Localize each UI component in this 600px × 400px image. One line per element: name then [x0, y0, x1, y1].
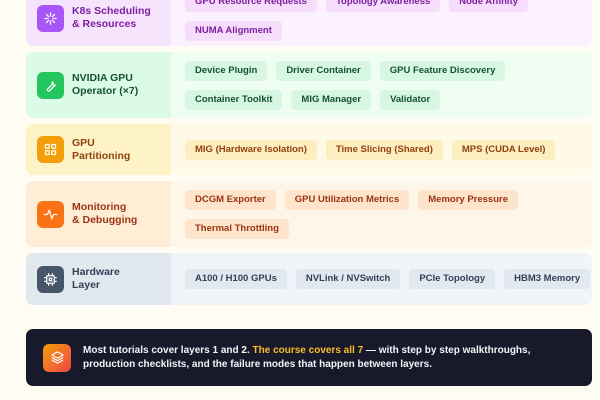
layer-row: NVIDIA GPU Operator (×7) Device Plugin Dr… — [26, 52, 592, 118]
layer-title: NVIDIA GPU Operator (×7) — [72, 72, 139, 97]
component-chip: Thermal Throttling — [185, 219, 289, 239]
component-chip: NUMA Alignment — [185, 21, 282, 41]
layer-components: A100 / H100 GPUs NVLink / NVSwitch PCIe To… — [171, 253, 592, 305]
component-chip: Memory Pressure — [418, 190, 518, 210]
layer-title: GPU Partitioning — [72, 136, 131, 162]
summary-banner: Most tutorials cover layers 1 and 2. The… — [26, 329, 592, 386]
banner-text-before: Most tutorials cover layers 1 and 2. — [83, 344, 253, 356]
banner-text: Most tutorials cover layers 1 and 2. The… — [83, 344, 563, 372]
layer-header: NVIDIA GPU Operator (×7) — [26, 52, 171, 118]
layer-header: Hardware Layer — [26, 253, 171, 305]
component-chip: GPU Utilization Metrics — [284, 190, 410, 210]
component-chip: MPS (CUDA Level) — [451, 140, 556, 160]
grid-icon — [37, 136, 64, 163]
layer-row: GPU Partitioning MIG (Hardware Isolation… — [26, 124, 592, 175]
component-chip: GPU Feature Discovery — [379, 61, 506, 81]
layers-icon — [43, 343, 71, 372]
component-chip: Validator — [380, 90, 441, 110]
component-chip: NVLink / NVSwitch — [295, 269, 401, 289]
component-chip: PCIe Topology — [409, 269, 496, 289]
layer-title: K8s Scheduling & Resources — [72, 5, 151, 30]
component-chip: DCGM Exporter — [185, 190, 276, 210]
wrench-icon — [37, 71, 64, 99]
banner-text-after: — with step by step walkthroughs, produc… — [83, 344, 531, 370]
layer-row: K8s Scheduling & Resources GPU Resource … — [26, 0, 592, 46]
layer-row: Monitoring & Debugging DCGM Exporter GPU … — [26, 181, 592, 247]
layer-row: Hardware Layer A100 / H100 GPUs NVLink / … — [26, 253, 592, 305]
banner-highlight: The course covers all 7 — [252, 344, 364, 356]
component-chip: Time Slicing (Shared) — [325, 140, 443, 160]
component-chip: Topology Awareness — [325, 0, 441, 12]
component-chip: HBM3 Memory — [504, 269, 591, 289]
component-chip: A100 / H100 GPUs — [185, 269, 287, 289]
chip-icon — [37, 265, 64, 293]
layer-title: Hardware Layer — [72, 266, 120, 291]
layer-title: Monitoring & Debugging — [72, 201, 138, 226]
activity-icon — [37, 200, 64, 228]
layer-components: MIG (Hardware Isolation) Time Slicing (Sh… — [171, 124, 592, 175]
sparkle-icon — [37, 4, 64, 32]
layer-components: Device Plugin Driver Container GPU Feature… — [171, 52, 592, 118]
component-chip: GPU Resource Requests — [185, 0, 317, 12]
component-chip: Driver Container — [276, 61, 371, 81]
component-chip: MIG Manager — [291, 90, 372, 110]
component-chip: Device Plugin — [185, 61, 268, 81]
layer-header: GPU Partitioning — [26, 124, 171, 175]
component-chip: Node Affinity — [449, 0, 529, 12]
component-chip: MIG (Hardware Isolation) — [185, 140, 317, 160]
layer-components: DCGM Exporter GPU Utilization Metrics Memo… — [171, 181, 592, 247]
component-chip: Container Toolkit — [185, 90, 283, 110]
layer-header: K8s Scheduling & Resources — [26, 0, 171, 46]
layer-header: Monitoring & Debugging — [26, 181, 171, 247]
